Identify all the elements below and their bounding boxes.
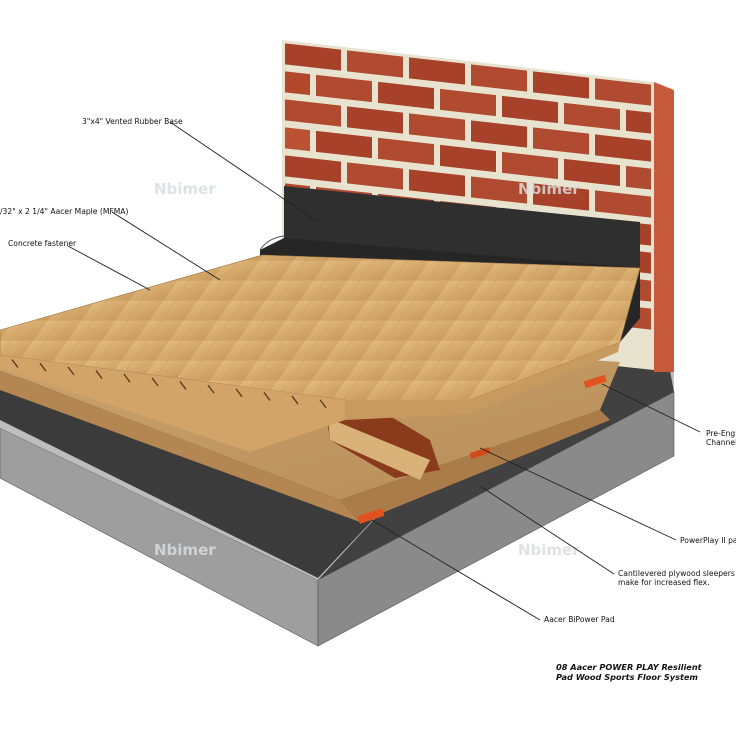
groove-mark	[235, 388, 243, 398]
groove-mark	[263, 392, 271, 401]
label-channel-line2: Channel	[706, 438, 736, 447]
maple-floor	[0, 254, 641, 452]
label-concrete-fastener: Concrete fastener	[8, 239, 77, 248]
label-maple: /32" x 2 1/4" Aacer Maple (MFMA)	[0, 207, 128, 216]
brick	[378, 137, 434, 166]
brick	[316, 130, 372, 159]
brick	[471, 176, 527, 204]
brick	[564, 102, 620, 131]
brick	[533, 71, 589, 99]
watermark-bottom-right: Nbimer	[518, 541, 580, 559]
groove-mark	[291, 395, 299, 405]
brick	[533, 183, 589, 211]
brick	[409, 169, 465, 197]
brick	[347, 106, 403, 134]
brick	[378, 81, 434, 110]
brick	[471, 120, 527, 148]
brick	[595, 134, 651, 162]
brick	[347, 50, 403, 78]
brick	[285, 71, 310, 96]
watermarks: Nbimer Nbimer Nbimer Nbimer	[154, 180, 580, 559]
brick	[564, 158, 620, 187]
watermark-top-left: Nbimer	[154, 180, 216, 198]
brick	[595, 190, 651, 218]
groove-mark	[179, 381, 187, 390]
brick	[285, 127, 310, 152]
label-rubber-base: 3"x4" Vented Rubber Base	[82, 117, 183, 126]
brick	[285, 155, 341, 183]
watermark-bottom-left: Nbimer	[154, 541, 216, 559]
brick	[316, 74, 372, 103]
title-line1: 08 Aacer POWER PLAY Resilient	[556, 662, 703, 672]
groove-mark	[95, 370, 103, 379]
brick	[471, 64, 527, 92]
brick	[502, 95, 558, 124]
brick	[533, 127, 589, 155]
label-channel-line1: Pre-Engi	[706, 429, 736, 438]
brick	[285, 99, 341, 127]
brick	[595, 78, 651, 106]
brick	[626, 109, 651, 134]
brick	[440, 144, 496, 173]
title-line2: Pad Wood Sports Floor System	[556, 672, 698, 682]
diagram-title: 08 Aacer POWER PLAY Resilient Pad Wood S…	[556, 662, 703, 682]
groove-mark	[39, 362, 47, 372]
groove-mark	[67, 366, 75, 376]
brick	[409, 113, 465, 141]
leader-lines	[67, 121, 701, 621]
brick	[626, 165, 651, 190]
label-bipower-pad: Aacer BiPower Pad	[544, 615, 615, 624]
groove-mark	[123, 373, 131, 383]
label-sleepers-line2: make for increased flex.	[618, 578, 710, 587]
brick	[502, 151, 558, 180]
brick	[409, 57, 465, 85]
groove-mark	[319, 399, 327, 409]
callout-labels: 3"x4" Vented Rubber Base /32" x 2 1/4" A…	[0, 117, 736, 624]
groove-mark	[207, 384, 215, 394]
brick	[440, 88, 496, 117]
label-powerplay-panel: PowerPlay II par	[680, 536, 736, 545]
groove-mark	[151, 377, 159, 387]
label-sleepers-line1: Cantilevered plywood sleepers	[618, 569, 735, 578]
brick	[285, 43, 341, 71]
brick	[347, 162, 403, 190]
watermark-top-right: Nbimer	[518, 180, 580, 198]
groove-mark	[11, 359, 19, 368]
